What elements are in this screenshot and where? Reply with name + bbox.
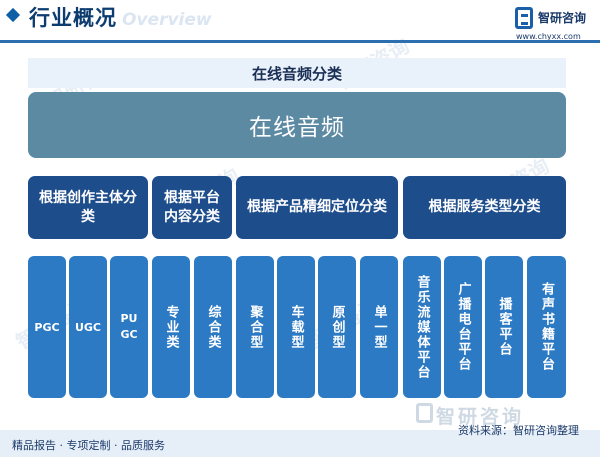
leaf-label: 专业类 <box>163 304 179 350</box>
brand-url: www.chyxx.com <box>516 32 581 41</box>
category-creator: 根据创作主体分类 <box>28 176 148 239</box>
footer-bar <box>0 430 600 457</box>
leaf-aggregator: 聚合型 <box>236 256 274 398</box>
diagram-title: 在线音频分类 <box>28 58 566 88</box>
leaf-label: 播客平台 <box>496 297 512 357</box>
watermark-logo: 智研咨询 <box>436 406 525 428</box>
leaf-music-streaming: 音乐流媒体平台 <box>403 256 441 398</box>
leaf-comprehensive: 综合类 <box>194 256 232 398</box>
leaf-label: UGC <box>74 320 102 334</box>
diagram-root-node: 在线音频 <box>28 92 566 158</box>
leaf-podcast: 播客平台 <box>485 256 523 398</box>
page-title: 行业概况 <box>29 6 117 30</box>
leaf-single: 单一型 <box>360 256 398 398</box>
leaf-label: 音乐流媒体平台 <box>414 274 430 380</box>
category-service-type: 根据服务类型分类 <box>403 176 566 239</box>
category-product-positioning: 根据产品精细定位分类 <box>236 176 398 239</box>
leaf-pugc: PUGC <box>110 256 148 398</box>
leaf-radio: 广播电台平台 <box>444 256 482 398</box>
leaf-label: 原创型 <box>329 304 345 350</box>
category-platform-content: 根据平台内容分类 <box>152 176 232 239</box>
header-subtitle: Overview <box>122 10 212 30</box>
brand-logo-icon <box>515 7 533 29</box>
leaf-label: 广播电台平台 <box>455 282 471 372</box>
watermark-logo-icon <box>416 403 433 423</box>
header-divider <box>0 40 600 43</box>
leaf-label: 单一型 <box>371 304 387 350</box>
leaf-original: 原创型 <box>318 256 356 398</box>
footer-tagline: 精品报告 · 专项定制 · 品质服务 <box>12 439 165 452</box>
leaf-label: PUGC <box>120 312 138 341</box>
leaf-label: PGC <box>34 320 60 334</box>
source-note: 资料来源：智研咨询整理 <box>458 424 579 437</box>
header-diamond-icon <box>5 7 21 23</box>
leaf-ugc: UGC <box>69 256 107 398</box>
leaf-pgc: PGC <box>28 256 66 398</box>
leaf-professional: 专业类 <box>152 256 190 398</box>
leaf-label: 综合类 <box>205 304 221 350</box>
leaf-audiobook: 有声书籍平台 <box>527 256 566 398</box>
leaf-label: 有声书籍平台 <box>539 282 554 372</box>
leaf-label: 聚合型 <box>247 304 263 350</box>
leaf-in-car: 车载型 <box>277 256 315 398</box>
leaf-label: 车载型 <box>288 304 304 350</box>
brand-name: 智研咨询 <box>538 11 587 25</box>
